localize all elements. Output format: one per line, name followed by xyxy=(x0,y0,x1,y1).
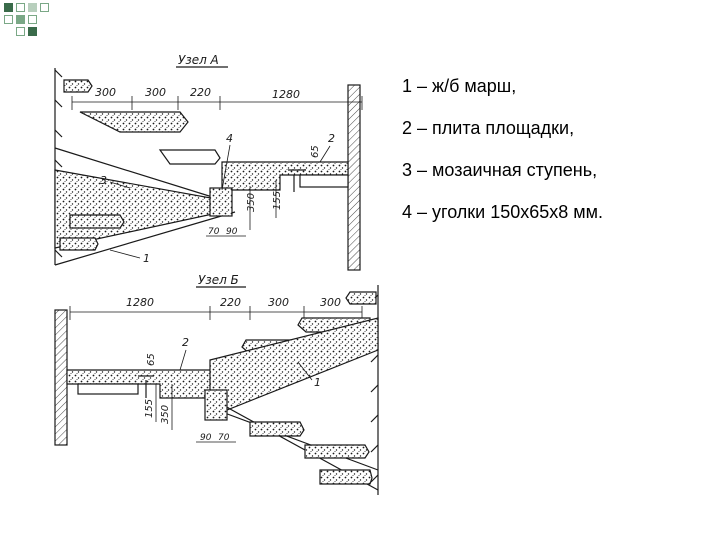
decor-square xyxy=(16,3,25,12)
dim-b-65: 65 xyxy=(146,353,157,366)
node-b-title: Узел Б xyxy=(198,273,239,287)
dim-a-90: 90 xyxy=(226,227,238,237)
dim-b-70: 70 xyxy=(218,433,230,443)
dim-a-65: 65 xyxy=(310,145,321,158)
dim-a-70: 70 xyxy=(208,227,220,237)
legend-item-4: 4 – уголки 150х65х8 мм. xyxy=(402,202,604,222)
dim-b-300-1: 300 xyxy=(268,296,289,309)
dim-a-300-2: 300 xyxy=(145,86,166,99)
corner-decoration xyxy=(0,0,100,45)
legend-item-3: 3 – мозаичная ступень, xyxy=(402,160,598,180)
dim-a-350: 350 xyxy=(246,193,257,212)
dim-a-300-1: 300 xyxy=(95,86,116,99)
callout-a-4: 4 xyxy=(226,132,233,145)
callout-a-2: 2 xyxy=(328,132,335,145)
node-a-drawing: Узел А 300 300 220 1280 xyxy=(54,53,363,271)
dim-b-350: 350 xyxy=(160,405,171,424)
dim-b-90: 90 xyxy=(200,433,212,443)
legend-item-1: 1 – ж/б марш, xyxy=(402,76,517,96)
dim-b-1280: 1280 xyxy=(126,296,154,309)
dim-a-155: 155 xyxy=(272,191,283,210)
decor-square xyxy=(16,27,25,36)
decor-square xyxy=(4,15,13,24)
decor-square xyxy=(28,27,37,36)
decor-square xyxy=(4,3,13,12)
dim-b-220: 220 xyxy=(220,296,241,309)
decor-square xyxy=(40,3,49,12)
legend-item-2: 2 – плита площадки, xyxy=(402,118,575,138)
dim-b-155: 155 xyxy=(144,399,155,418)
node-b-drawing: Узел Б 1280 220 300 300 xyxy=(54,273,379,495)
stair-node-drawing: Узел А 300 300 220 1280 xyxy=(54,53,379,495)
dim-a-220: 220 xyxy=(190,86,211,99)
callout-b-1: 1 xyxy=(314,376,321,389)
decor-square xyxy=(28,15,37,24)
decor-square xyxy=(28,3,37,12)
callout-b-2: 2 xyxy=(182,336,189,349)
node-a-title: Узел А xyxy=(178,53,219,67)
legend: 1 – ж/б марш, 2 – плита площадки, 3 – мо… xyxy=(402,76,712,244)
callout-a-1: 1 xyxy=(143,252,150,265)
decor-square xyxy=(16,15,25,24)
dim-b-300-2: 300 xyxy=(320,296,341,309)
dim-a-1280: 1280 xyxy=(272,88,300,101)
callout-a-3: 3 xyxy=(100,174,107,187)
